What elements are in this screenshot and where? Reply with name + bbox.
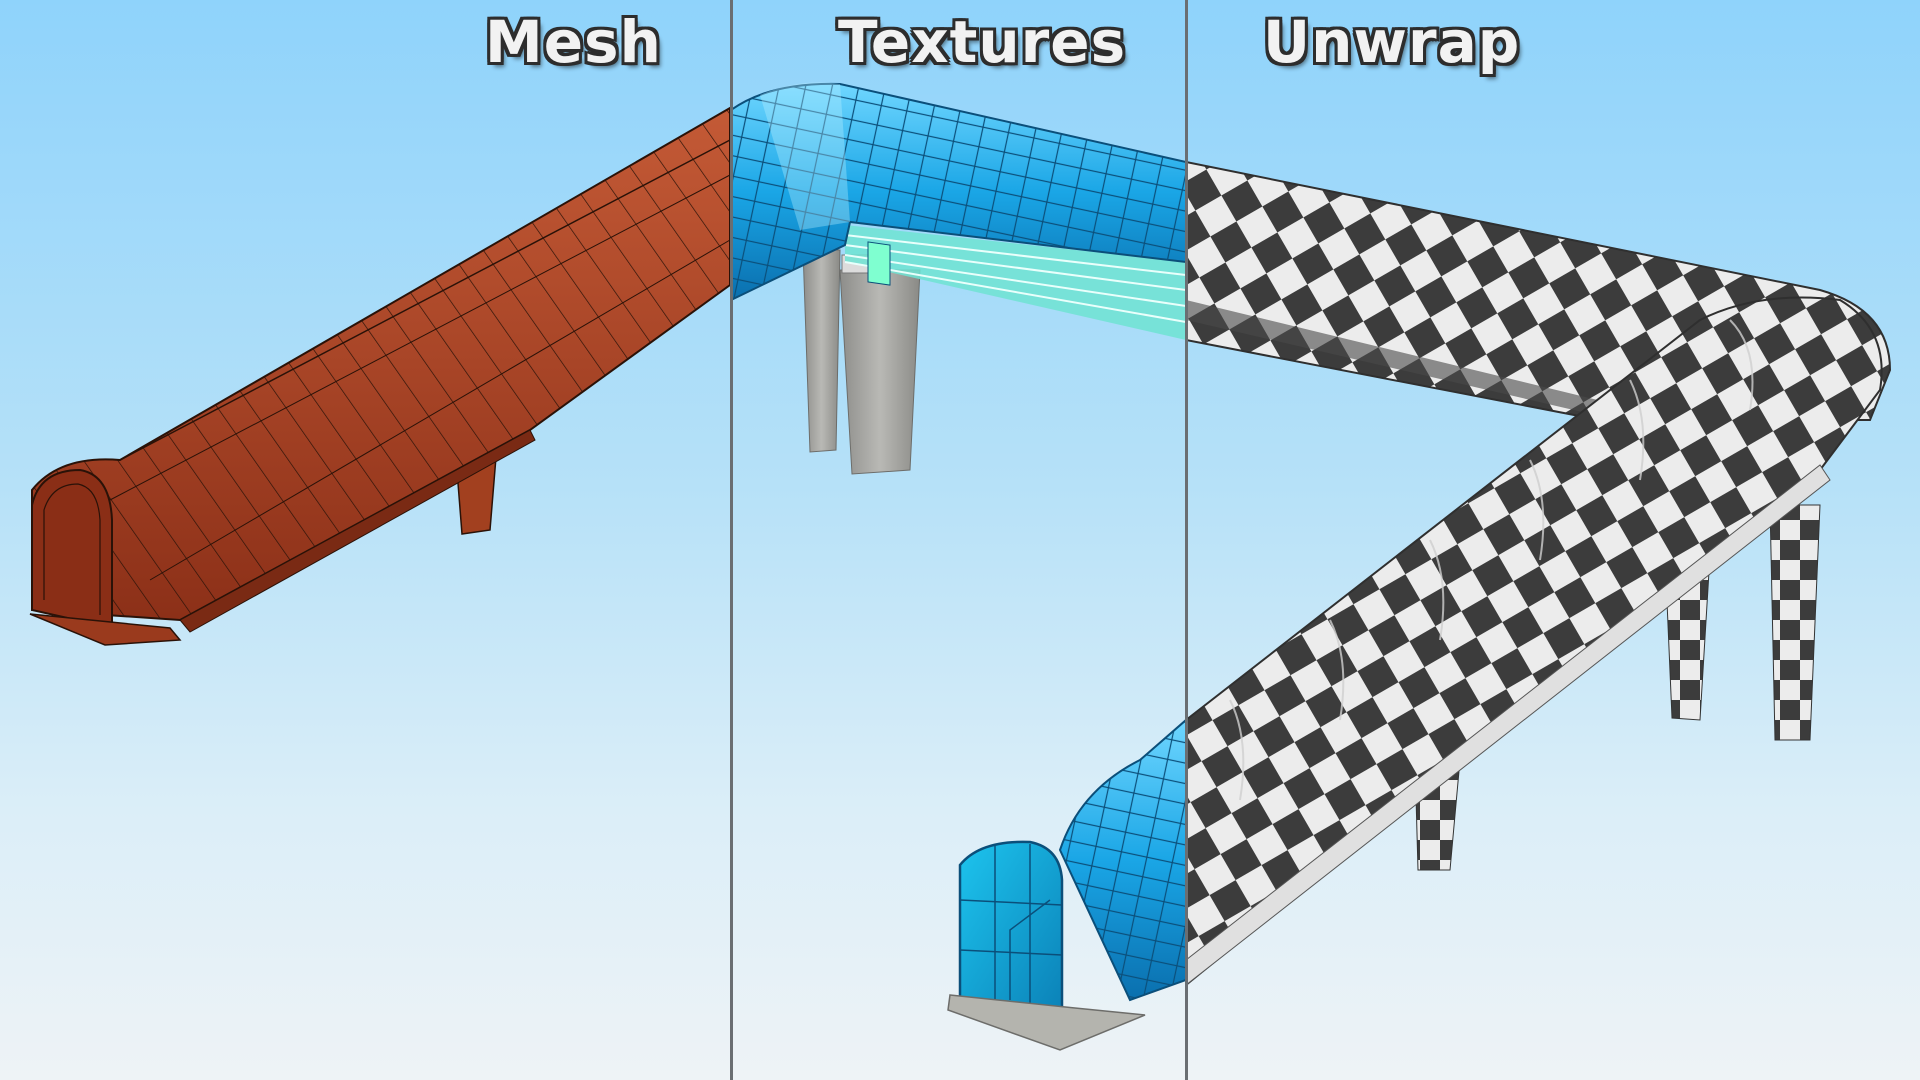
panel-divider [1185,0,1188,1080]
panel-divider [730,0,733,1080]
mesh-label: Mesh [485,8,662,76]
unwrap-panel-model [1186,160,1892,987]
unwrap-label: Unwrap [1263,8,1521,76]
mesh-panel-model [29,106,731,646]
textures-panel-model [731,82,1186,1051]
textures-label: Textures [838,8,1127,76]
